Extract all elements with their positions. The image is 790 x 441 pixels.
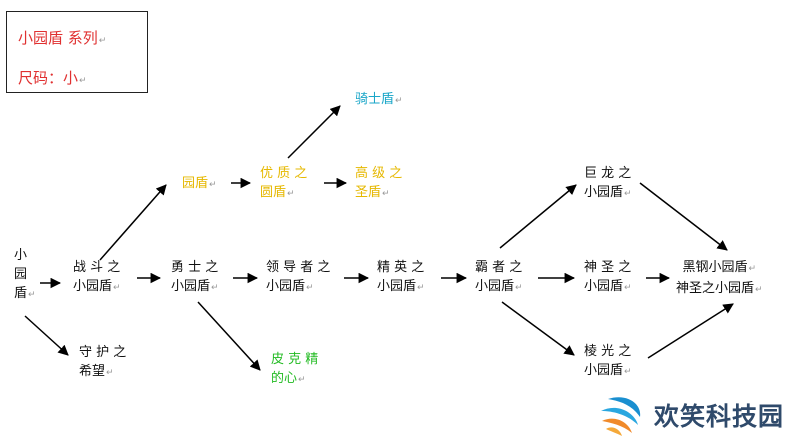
- node-line: 霸 者 之: [475, 260, 523, 275]
- node-line: 的心: [271, 371, 298, 386]
- arrow-bazhe-to-lengguang: [501, 301, 575, 356]
- node-line: 骑士盾: [355, 92, 395, 107]
- node-ling-dao: 领 导 者 之 小园盾↵: [266, 260, 331, 294]
- node-you-zhi: 优 质 之 圆盾↵: [260, 166, 308, 200]
- node-line: 神 圣 之: [584, 260, 632, 275]
- arrow-bazhe-to-julong: [499, 184, 577, 249]
- node-line: 皮 克 精: [271, 352, 319, 367]
- node-line: 神圣之小园盾: [676, 281, 755, 296]
- node-line: 希望: [79, 364, 106, 379]
- logo-text: 欢笑科技园: [654, 402, 785, 431]
- arrow-xiao-to-shouhu: [24, 315, 69, 356]
- node-shen-sheng: 神 圣 之 小园盾↵: [584, 260, 632, 294]
- size-label: 尺码：小: [18, 69, 79, 87]
- node-qi-shi: 骑士盾↵: [355, 92, 403, 107]
- node-gao-ji: 高 级 之 圣盾↵: [355, 166, 403, 200]
- node-pi-ke: 皮 克 精 的心↵: [271, 352, 319, 386]
- node-final: 黑钢小园盾↵ 神圣之小园盾↵: [676, 260, 763, 296]
- arrow-julong-to-final: [639, 182, 728, 251]
- arrow-zhandou-to-yuandun: [99, 184, 167, 261]
- node-line: 优 质 之: [260, 166, 308, 181]
- node-zhan-dou: 战 斗 之 小园盾↵: [73, 260, 121, 294]
- arrow-youzhi-to-qishi: [287, 105, 341, 159]
- node-line: 园盾: [182, 176, 209, 191]
- node-line: 战 斗 之: [73, 260, 121, 275]
- node-line: 小园盾: [584, 363, 624, 378]
- arrow-yongshi-to-pike: [197, 301, 261, 371]
- node-line: 领 导 者 之: [266, 260, 331, 275]
- node-line: 小园盾: [584, 185, 624, 200]
- node-ba-zhe: 霸 者 之 小园盾↵: [475, 260, 523, 294]
- node-line: 盾: [14, 286, 28, 301]
- node-line: 高 级 之: [355, 166, 403, 181]
- node-line: 小: [14, 248, 28, 263]
- arrow-lengguang-to-final: [647, 303, 734, 359]
- node-shou-hu: 守 护 之 希望↵: [79, 345, 127, 379]
- node-line: 圆盾: [260, 185, 287, 200]
- node-line: 勇 士 之: [171, 260, 219, 275]
- node-line: 巨 龙 之: [584, 166, 632, 181]
- node-yuan-dun: 园盾↵: [182, 176, 217, 191]
- node-yong-shi: 勇 士 之 小园盾↵: [171, 260, 219, 294]
- node-jing-ying: 精 英 之 小园盾↵: [377, 260, 425, 294]
- node-xiao-yuan-dun: 小 园 盾↵: [14, 248, 36, 301]
- node-line: 园: [14, 267, 28, 282]
- node-line: 小园盾: [266, 279, 306, 294]
- watermark-logo: 欢笑科技园: [598, 393, 788, 437]
- series-title: 小园盾 系列: [18, 29, 98, 47]
- node-leng-guang: 棱 光 之 小园盾↵: [584, 344, 632, 378]
- node-line: 小园盾: [475, 279, 515, 294]
- series-info-box: 小园盾 系列↵ 尺码：小↵: [6, 11, 148, 93]
- node-line: 圣盾: [355, 185, 382, 200]
- node-line: 守 护 之: [79, 345, 127, 360]
- node-line: 精 英 之: [377, 260, 425, 275]
- node-line: 小园盾: [584, 279, 624, 294]
- node-line: 棱 光 之: [584, 344, 632, 359]
- node-ju-long: 巨 龙 之 小园盾↵: [584, 166, 632, 200]
- node-line: 小园盾: [377, 279, 417, 294]
- node-line: 黑钢小园盾: [682, 260, 748, 275]
- globe-logo-icon: [601, 397, 641, 436]
- node-line: 小园盾: [171, 279, 211, 294]
- node-line: 小园盾: [73, 279, 113, 294]
